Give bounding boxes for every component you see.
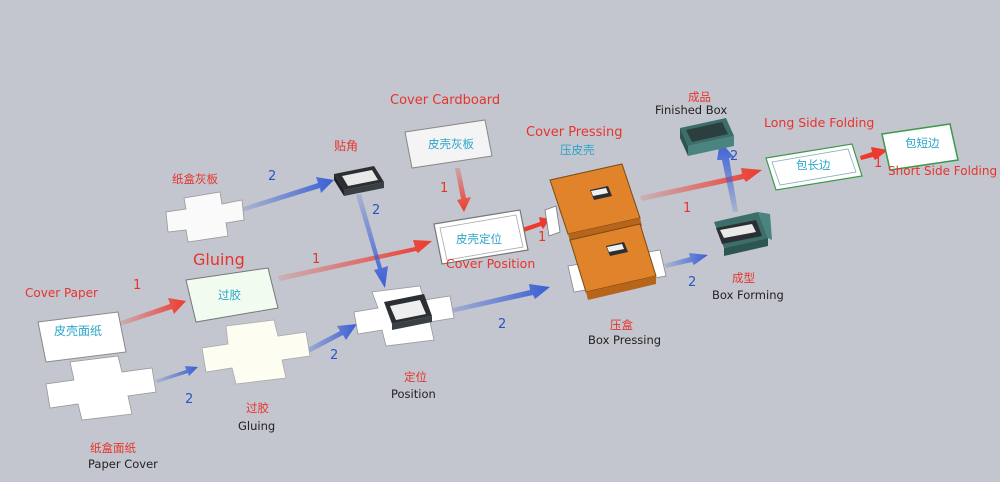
label-cover-paper: Cover Paper [25,286,98,300]
position-assembly [353,285,455,347]
num-gluing-position: 2 [330,348,339,363]
label-long-side-card: 包长边 [796,158,831,172]
label-short-side-card: 包短边 [905,136,940,150]
label-gluing-title: Gluing [193,250,245,269]
num-press-finished: 1 [683,201,692,216]
label-position-zh: 定位 [404,370,427,384]
label-short-side-folding: Short Side Folding [888,164,998,178]
label-cover-cardboard: Cover Cardboard [390,93,501,108]
gluing-net [201,319,311,385]
cover-paper-card [37,311,127,363]
paper-cover-net [45,355,157,421]
label-box-pressing-zh: 压盒 [610,318,633,332]
label-paper-cover-zh: 纸盒面纸 [90,441,136,455]
arrow-cover-paper-to-gluing [118,298,186,326]
num-forming-finished: 2 [730,149,739,164]
num-cover-paper: 1 [133,278,142,293]
label-cover-position-card: 皮壳定位 [456,232,502,246]
arrow-paper-cover-to-gluing [155,366,198,383]
arrow-board-to-corner [240,177,334,212]
num-long-short: 1 [874,156,883,171]
cover-position-card [433,209,529,265]
num-board-corner: 2 [268,169,277,184]
board-net [165,191,245,243]
cover-cardboard-card [404,119,493,169]
label-long-side-folding: Long Side Folding [764,115,875,130]
arrow-position-to-pressing [522,217,550,232]
box-pressing-machine [567,223,667,300]
label-cover-paper-card: 皮壳面纸 [54,324,103,338]
label-gluing-bottom: Gluing [238,419,276,433]
label-box-forming: Box Forming [712,288,784,302]
label-forming-zh: 成型 [732,271,755,285]
label-position: Position [391,387,436,401]
label-finished-box: Finished Box [655,103,728,117]
long-side-folding-card [765,143,863,191]
label-cover-position: Cover Position [446,256,536,271]
num-position-press2: 2 [498,317,507,332]
label-cover-cardboard-card: 皮壳灰板 [428,137,474,151]
gluing-card [185,267,279,323]
box-forming [714,212,772,256]
arrow-box-pressing-to-forming [664,253,708,268]
num-gluing-position: 1 [312,252,321,267]
num-paper-gluing: 2 [185,392,194,407]
corner-box [334,166,384,196]
arrow-forming-to-finished [717,141,738,212]
arrow-pressing-to-long-side [640,168,762,201]
label-paper-cover: Paper Cover [88,457,158,471]
label-cover-pressing-zh: 压皮壳 [560,143,595,157]
label-finished-zh: 成品 [688,90,711,104]
label-board-net: 纸盒灰板 [172,172,218,186]
arrow-gluing-to-position [300,324,357,356]
label-gluing-bottom-zh: 过胶 [246,401,269,415]
label-corner: 贴角 [334,139,359,153]
label-cover-pressing: Cover Pressing [526,125,623,140]
arrow-gluing-to-cover-position [278,240,432,281]
label-gluing-card: 过胶 [218,288,241,302]
num-corner-position: 2 [372,203,381,218]
num-press-forming: 2 [688,275,697,290]
finished-box [680,118,734,156]
short-side-folding-card [881,123,959,171]
num-position-press: 1 [538,230,547,245]
arrow-cardboard-to-position [455,168,471,212]
arrow-corner-to-position [356,194,388,288]
label-box-pressing: Box Pressing [588,333,662,347]
arrow-long-to-short [860,147,888,160]
arrow-position-to-box-pressing [440,284,550,315]
num-cardboard: 1 [440,181,449,196]
